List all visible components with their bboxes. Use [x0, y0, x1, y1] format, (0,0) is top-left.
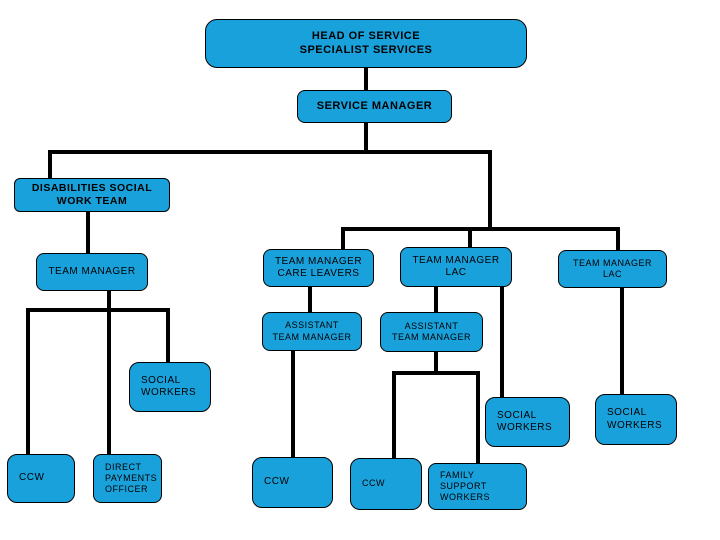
org-node-label: SOCIAL WORKERS — [607, 407, 663, 431]
org-node-family-support-workers[interactable]: FAMILY SUPPORT WORKERS — [428, 463, 527, 510]
connector-line — [620, 287, 624, 395]
connector-line — [341, 227, 345, 250]
org-node-label: SERVICE MANAGER — [316, 99, 433, 112]
org-node-label: TEAM MANAGER CARE LEAVERS — [274, 255, 363, 280]
org-node-ccw-left[interactable]: CCW — [7, 454, 75, 503]
org-node-direct-payments-officer[interactable]: DIRECT PAYMENTS OFFICER — [93, 454, 162, 503]
org-node-head-of-service[interactable]: HEAD OF SERVICE SPECIALIST SERVICES — [205, 19, 527, 68]
connector-line — [434, 286, 438, 313]
org-node-label: HEAD OF SERVICE SPECIALIST SERVICES — [299, 29, 433, 56]
org-node-label: DIRECT PAYMENTS OFFICER — [105, 461, 158, 495]
org-node-label: CCW — [362, 478, 385, 489]
org-node-assistant-team-manager-2[interactable]: ASSISTANT TEAM MANAGER — [380, 312, 483, 352]
org-node-team-manager-lac-mid[interactable]: TEAM MANAGER LAC — [400, 247, 512, 287]
org-node-disabilities-social-work-team[interactable]: DISABILITIES SOCIAL WORK TEAM — [14, 178, 170, 212]
org-node-label: DISABILITIES SOCIAL WORK TEAM — [31, 181, 153, 207]
connector-line — [488, 150, 492, 231]
org-node-label: TEAM MANAGER — [48, 265, 136, 277]
org-node-label: SOCIAL WORKERS — [141, 374, 197, 399]
connector-line — [291, 350, 295, 458]
org-node-ccw-mid[interactable]: CCW — [252, 457, 333, 508]
org-node-social-workers-left[interactable]: SOCIAL WORKERS — [129, 362, 211, 412]
connector-line — [107, 308, 111, 455]
connector-line — [500, 286, 504, 398]
org-node-team-manager-care-leavers[interactable]: TEAM MANAGER CARE LEAVERS — [263, 249, 374, 287]
connector-line — [48, 150, 492, 154]
org-node-label: TEAM MANAGER LAC — [572, 257, 652, 279]
org-node-team-manager-lac-right[interactable]: TEAM MANAGER LAC — [558, 250, 667, 288]
org-node-assistant-team-manager-1[interactable]: ASSISTANT TEAM MANAGER — [262, 312, 362, 351]
org-node-label: ASSISTANT TEAM MANAGER — [272, 320, 352, 342]
org-node-social-workers-right[interactable]: SOCIAL WORKERS — [595, 394, 677, 445]
connector-line — [166, 308, 170, 363]
org-node-label: TEAM MANAGER LAC — [412, 254, 500, 279]
org-node-social-workers-mid[interactable]: SOCIAL WORKERS — [485, 397, 570, 447]
org-node-label: CCW — [264, 476, 290, 488]
org-node-service-manager[interactable]: SERVICE MANAGER — [297, 90, 452, 123]
connector-line — [434, 351, 438, 374]
connector-line — [107, 290, 111, 311]
org-node-team-manager[interactable]: TEAM MANAGER — [36, 253, 148, 291]
connector-line — [364, 68, 368, 92]
connector-line — [392, 371, 396, 459]
connector-line — [468, 227, 472, 248]
org-node-label: FAMILY SUPPORT WORKERS — [440, 469, 491, 503]
org-node-label: CCW — [19, 472, 45, 484]
org-node-ccw-right[interactable]: CCW — [350, 458, 422, 510]
connector-line — [476, 371, 480, 464]
org-node-label: ASSISTANT TEAM MANAGER — [391, 320, 471, 342]
connector-line — [48, 150, 52, 179]
org-node-label: SOCIAL WORKERS — [497, 409, 553, 434]
connector-line — [616, 227, 620, 251]
connector-line — [364, 122, 368, 152]
connector-line — [26, 308, 30, 455]
connector-line — [341, 227, 620, 231]
connector-line — [308, 286, 312, 313]
connector-line — [86, 211, 90, 254]
connector-line — [392, 371, 480, 375]
connector-line — [26, 308, 170, 312]
